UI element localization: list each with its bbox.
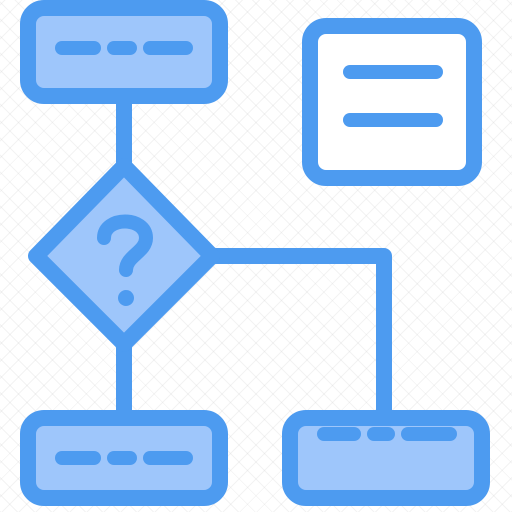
note-box	[302, 18, 482, 186]
bottom-left-process-box	[20, 410, 228, 506]
decision-diamond	[28, 158, 220, 352]
note-lines	[343, 65, 443, 127]
top-process-box	[20, 0, 228, 104]
bottom-right-process-box	[282, 410, 490, 506]
connector-lines	[116, 88, 392, 424]
connector-decision-to-bottom-right	[204, 248, 392, 424]
question-mark-icon	[97, 214, 153, 306]
